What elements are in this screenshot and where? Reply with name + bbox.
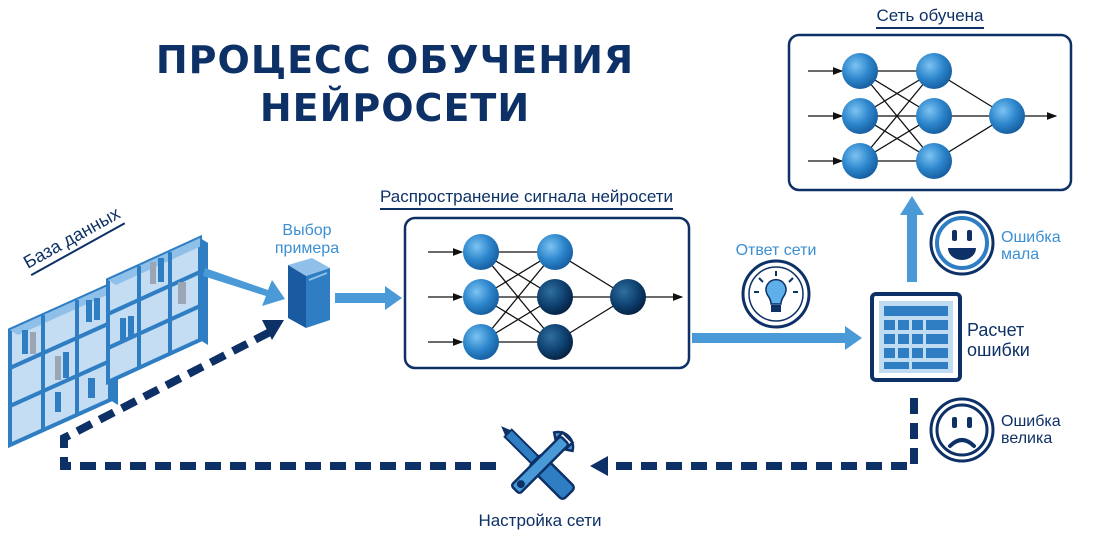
calc-error-label: Расчет ошибки	[967, 320, 1030, 360]
propagation-network	[428, 234, 684, 360]
feedback-arrowhead-example	[262, 320, 284, 340]
title-line-2: НЕЙРОСЕТИ	[259, 86, 531, 130]
wrench-screwdriver-icon	[501, 426, 575, 500]
error-small-label: Ошибка мала	[1001, 229, 1061, 263]
bookshelf-icon	[8, 234, 208, 449]
propagation-label: Распространение сигнала нейросети	[380, 187, 674, 210]
arrow-to-example	[203, 268, 285, 306]
lightbulb-icon	[741, 259, 811, 329]
arrow-to-trained	[900, 196, 924, 282]
error-big-label: Ошибка велика	[1001, 413, 1061, 447]
choose-example-label: Выбор примера	[274, 222, 340, 257]
trained-network	[808, 53, 1058, 179]
tuning-label: Настройка сети	[478, 511, 602, 530]
title-line-1: ПРОЦЕСС ОБУЧЕНИЯ	[155, 38, 635, 82]
book-icon	[288, 258, 330, 328]
feedback-loop-path	[60, 328, 918, 470]
arrow-to-calc	[692, 326, 862, 350]
calculator-icon	[870, 292, 962, 382]
network-answer-label: Ответ сети	[735, 242, 817, 259]
smiley-happy-icon	[929, 210, 995, 276]
diagram-title: ПРОЦЕСС ОБУЧЕНИЯ НЕЙРОСЕТИ	[140, 36, 650, 132]
arrow-to-propagation	[335, 286, 402, 310]
trained-label: Сеть обучена	[850, 6, 1010, 29]
smiley-sad-icon	[929, 397, 995, 463]
feedback-arrowhead-tools	[590, 456, 608, 476]
